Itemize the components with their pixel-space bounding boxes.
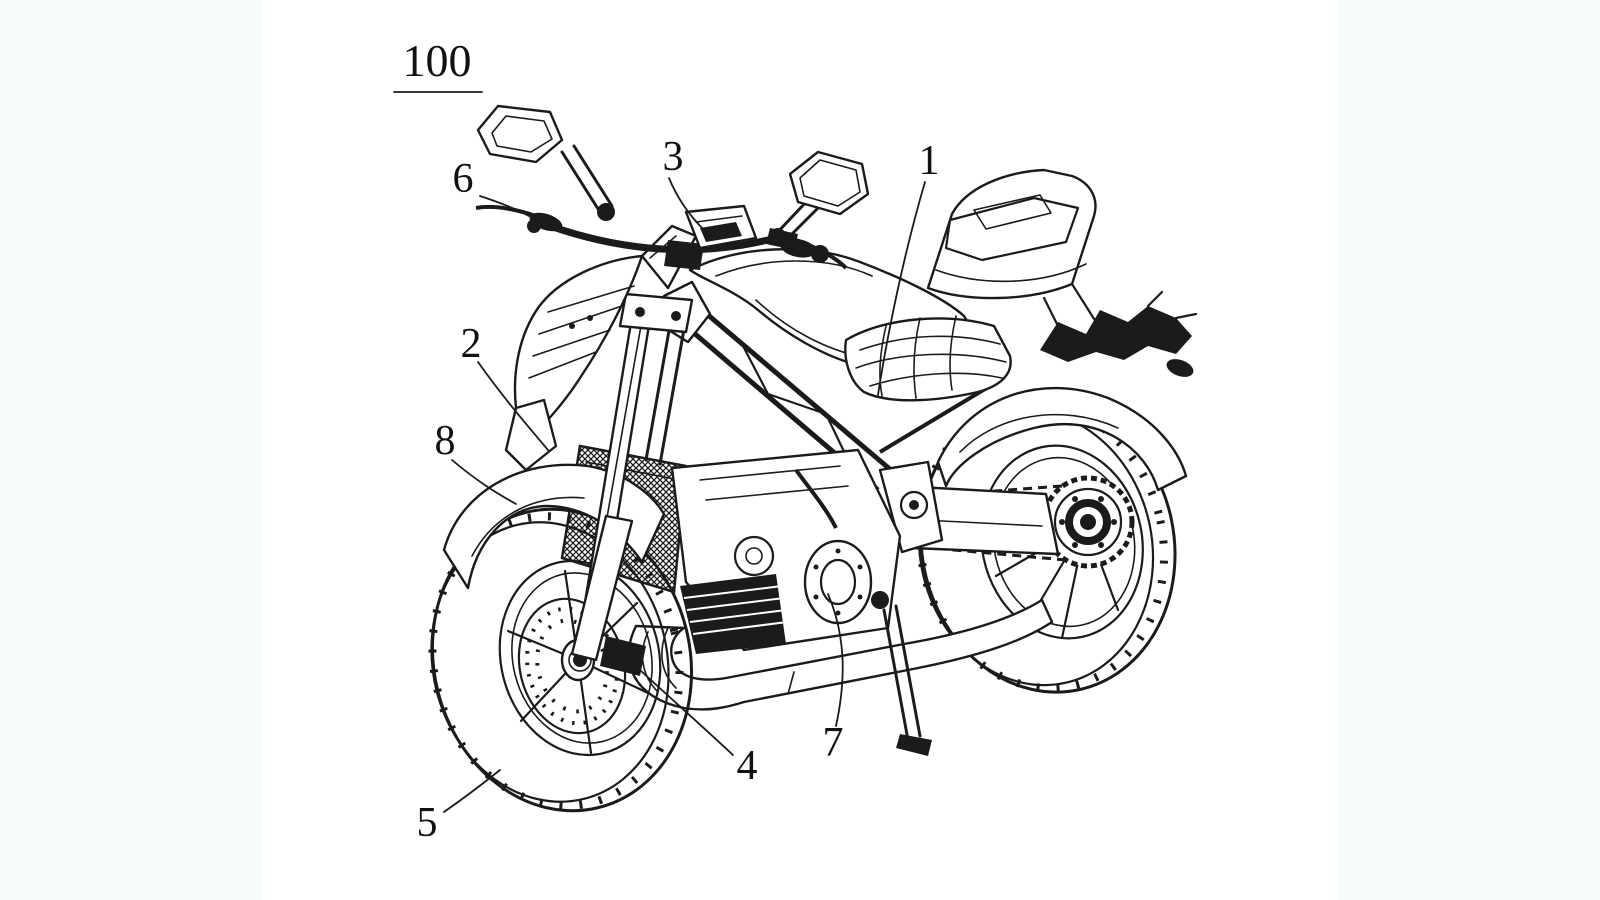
front-tire-tread bbox=[428, 512, 684, 810]
callout-label-8: 8 bbox=[435, 418, 456, 464]
fork-lower-leg bbox=[570, 514, 634, 662]
side-deflector bbox=[504, 398, 558, 472]
leader-line-2 bbox=[477, 361, 549, 451]
callout-label-5: 5 bbox=[417, 800, 438, 846]
brake-lever bbox=[789, 236, 848, 270]
leader-line-8 bbox=[451, 459, 517, 505]
kickstand bbox=[871, 591, 932, 756]
bar-riser bbox=[664, 240, 704, 270]
right-mirror bbox=[770, 150, 870, 244]
triple-clamp bbox=[618, 292, 694, 334]
leader-line-4 bbox=[639, 669, 734, 756]
leader-line-1 bbox=[877, 181, 926, 396]
front-brake-caliper bbox=[600, 636, 646, 676]
front-fork bbox=[570, 292, 694, 662]
right-margin-band bbox=[1338, 0, 1600, 900]
clutch-lever bbox=[475, 204, 537, 218]
callout-label-3: 3 bbox=[663, 134, 684, 180]
rear-fender bbox=[936, 386, 1188, 492]
front-wheel bbox=[428, 507, 694, 813]
cylinder-fins bbox=[680, 574, 786, 654]
tail-box bbox=[926, 168, 1098, 332]
leader-line-3 bbox=[668, 177, 705, 231]
frame-trellis bbox=[672, 296, 1002, 554]
callout-label-1: 1 bbox=[919, 138, 940, 184]
callout-label-6: 6 bbox=[453, 156, 474, 202]
engine bbox=[670, 448, 902, 654]
leader-line-7 bbox=[827, 593, 844, 727]
callout-label-2: 2 bbox=[461, 321, 482, 367]
handlebar bbox=[475, 204, 848, 270]
leader-line-6 bbox=[479, 195, 543, 225]
callouts: 100 1 2 3 4 5 6 7 8 bbox=[393, 35, 940, 846]
tail-light-cluster bbox=[1040, 290, 1198, 377]
callout-label-7: 7 bbox=[823, 720, 844, 766]
figure-number-label: 100 bbox=[403, 35, 472, 86]
callout-label-4: 4 bbox=[737, 743, 758, 789]
tail-support bbox=[1042, 282, 1098, 332]
left-margin-band bbox=[0, 0, 262, 900]
exhaust-pipe bbox=[627, 598, 1054, 711]
left-mirror bbox=[476, 104, 615, 221]
leader-line-5 bbox=[443, 769, 501, 813]
rider-seat bbox=[844, 315, 1012, 402]
engine-side-cover bbox=[733, 535, 775, 577]
